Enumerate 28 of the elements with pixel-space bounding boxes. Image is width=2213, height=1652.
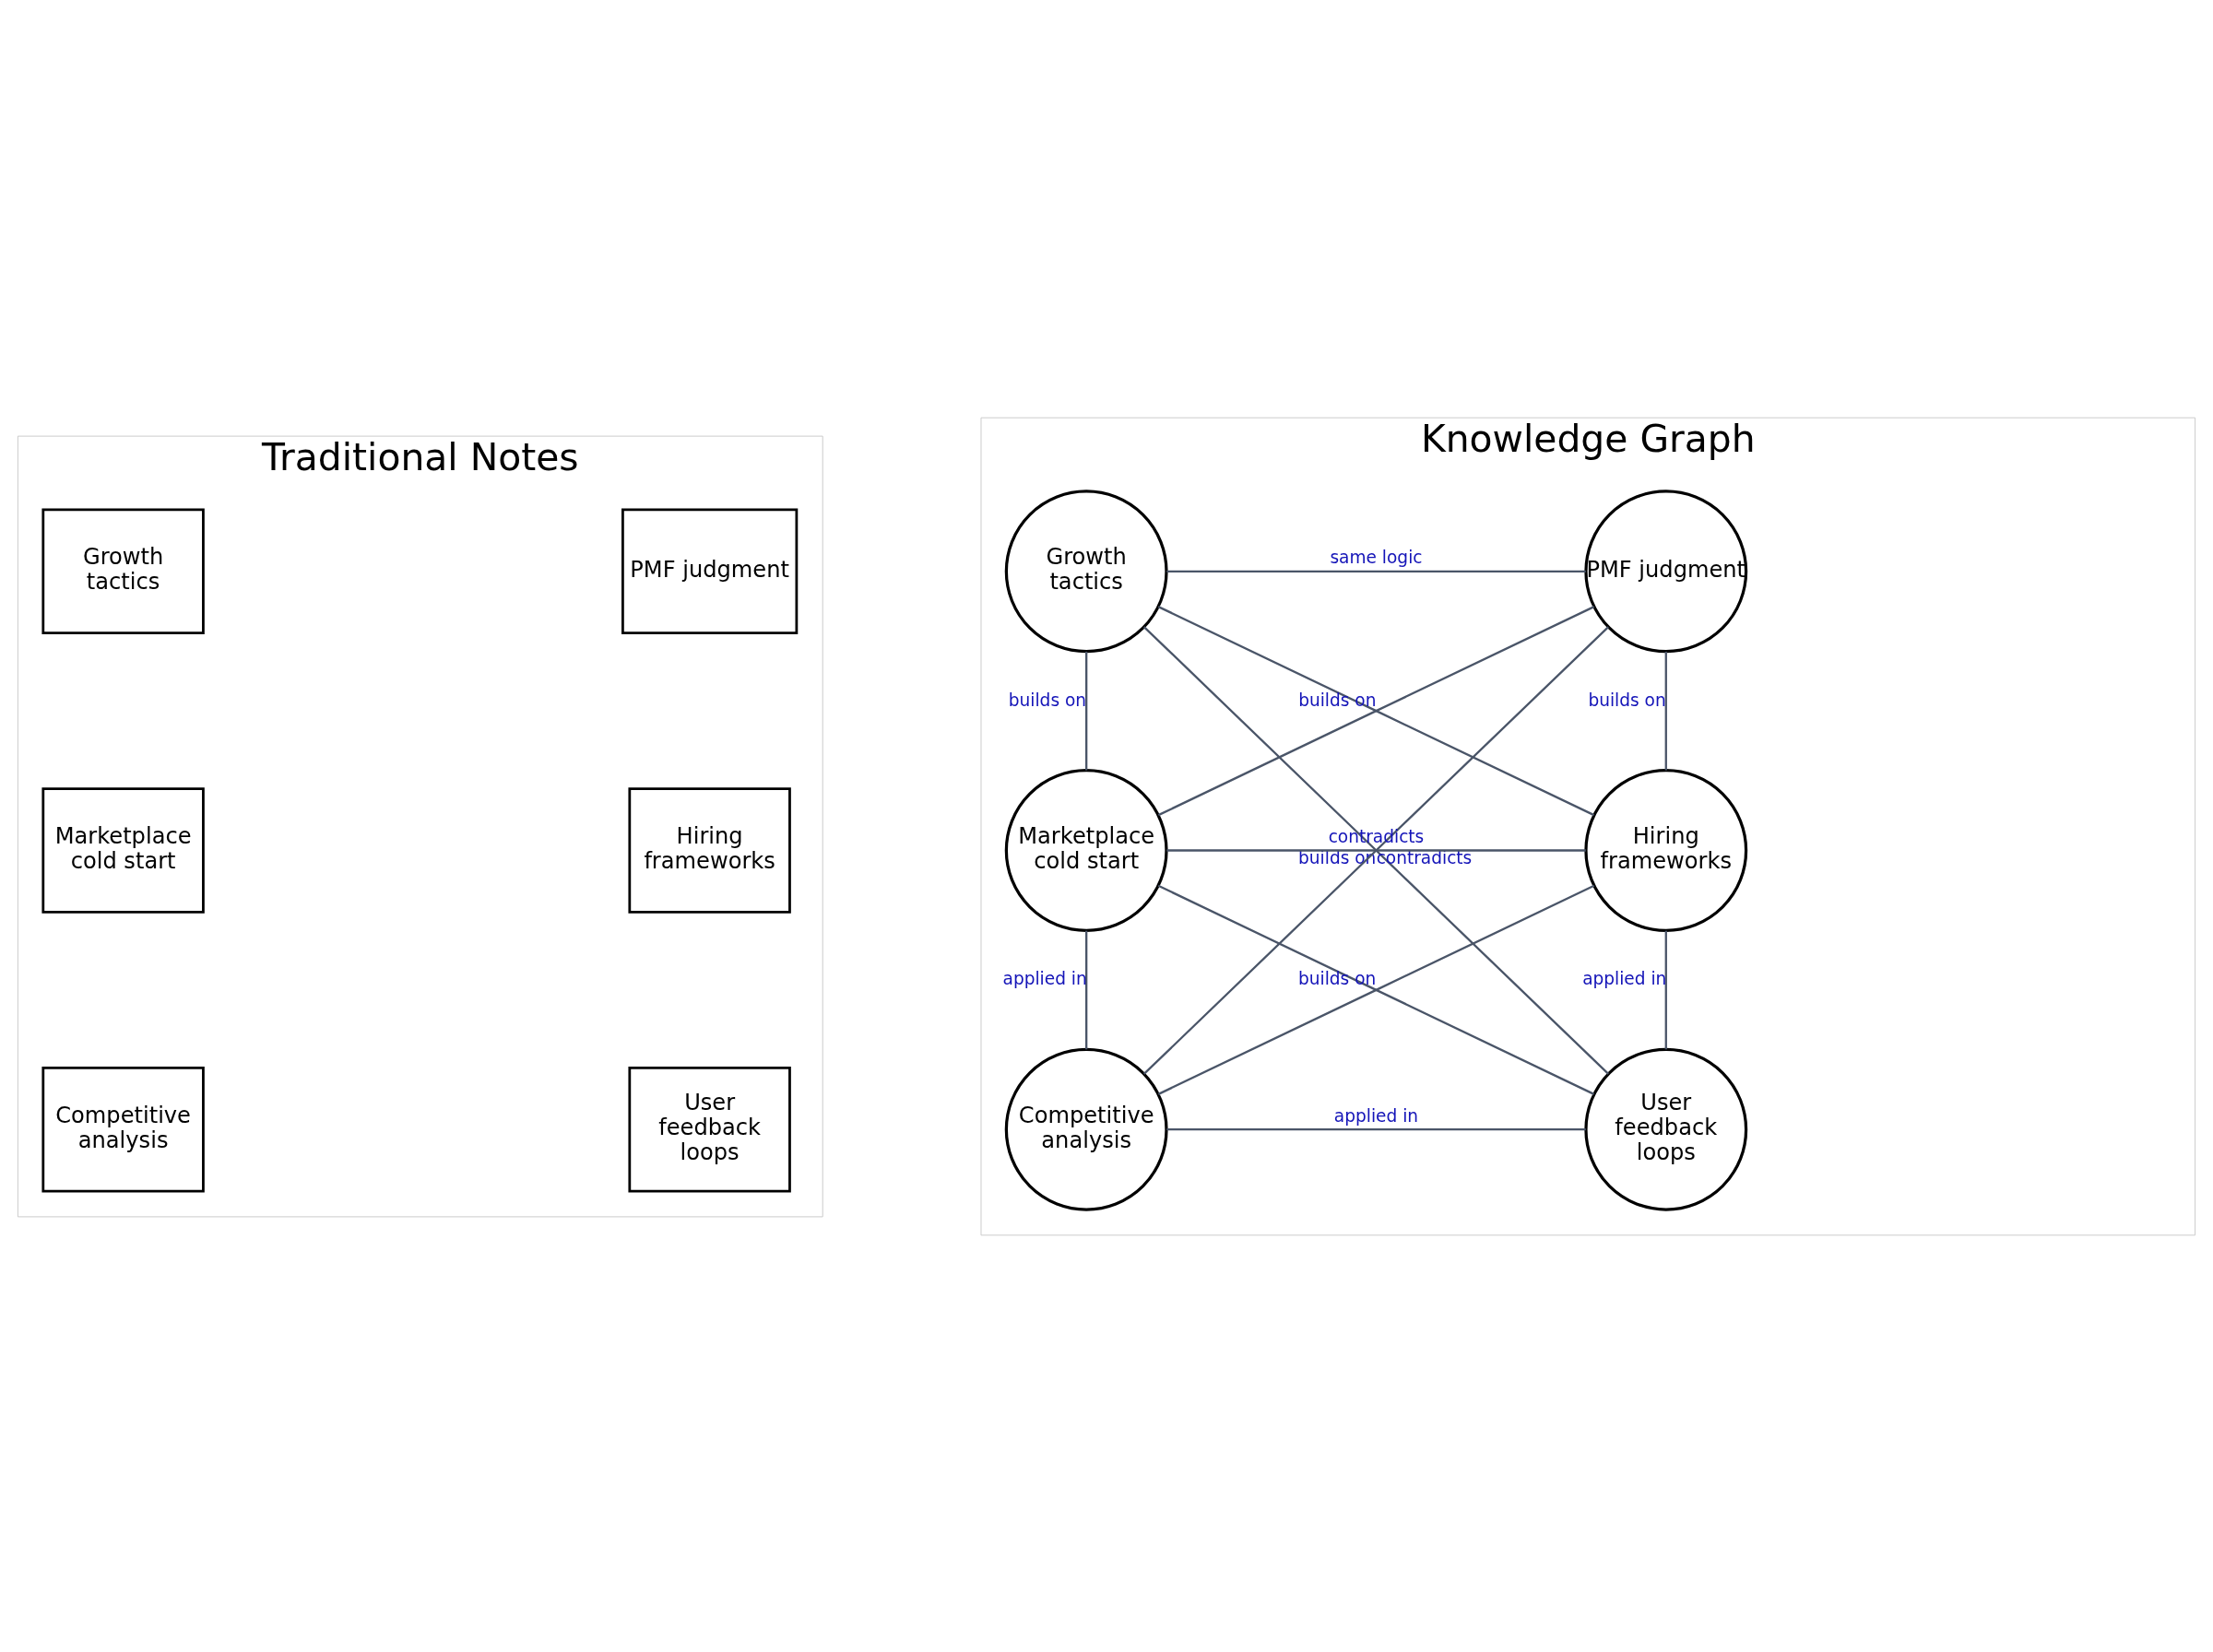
connector: [1085, 651, 1088, 771]
node-circle: User feedback loops: [1584, 1047, 1748, 1211]
node-circle: Growth tactics: [1004, 489, 1168, 653]
node-circle: PMF judgment: [1584, 489, 1748, 653]
connector: [1166, 570, 1586, 572]
edge-label: applied in: [1333, 1105, 1419, 1126]
edge-label: builds on: [1008, 690, 1087, 710]
node-box: PMF judgment: [621, 508, 799, 634]
connector: [1157, 605, 1595, 816]
node-box: Hiring frameworks: [628, 786, 791, 914]
node-circle: Marketplace cold start: [1004, 768, 1168, 932]
edge-label: same logic: [1330, 547, 1423, 567]
edge-label: builds on: [1588, 690, 1666, 710]
node-box: Marketplace cold start: [41, 786, 205, 914]
node-circle: Competitive analysis: [1004, 1047, 1168, 1211]
connector: [1664, 930, 1667, 1049]
node-box: Growth tactics: [41, 508, 205, 634]
connector: [1157, 884, 1595, 1095]
edge-label: applied in: [1582, 968, 1667, 988]
connector: [1166, 1127, 1586, 1130]
connector: [1166, 848, 1586, 852]
connector: [1664, 651, 1667, 771]
node-box: User feedback loops: [628, 1066, 791, 1192]
edge-label: builds on: [1298, 690, 1377, 710]
edge-label: builds on: [1298, 968, 1377, 988]
node-box: Competitive analysis: [41, 1066, 205, 1192]
node-circle: Hiring frameworks: [1584, 768, 1748, 932]
connector: [1085, 930, 1088, 1049]
